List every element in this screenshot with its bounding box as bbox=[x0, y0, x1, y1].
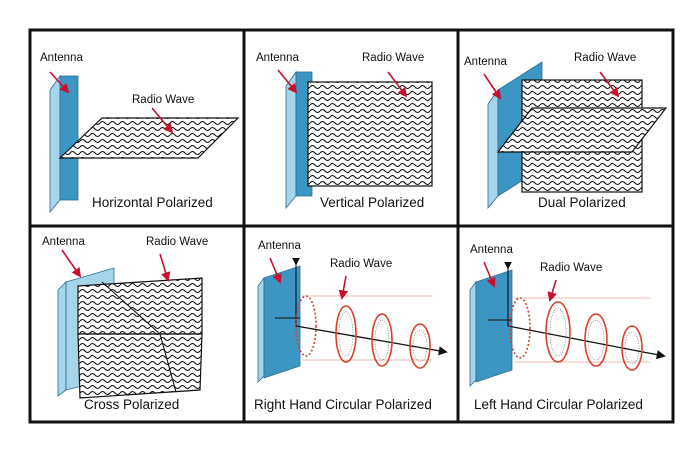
helix-spokes bbox=[338, 311, 428, 363]
radio-wave-label: Radio Wave bbox=[362, 52, 425, 64]
radio-wave-label: Radio Wave bbox=[540, 262, 603, 274]
propagation-axis bbox=[295, 325, 448, 356]
cross-edge bbox=[101, 281, 161, 335]
caption-vertical: Vertical Polarized bbox=[320, 195, 425, 210]
antenna-face bbox=[475, 269, 513, 383]
panel-dual bbox=[483, 61, 668, 210]
caption-cross: Cross Polarized bbox=[84, 397, 180, 412]
antenna-side bbox=[49, 74, 61, 214]
wave-pointer bbox=[159, 253, 171, 282]
helix bbox=[509, 297, 643, 371]
panel-rhcp bbox=[257, 257, 448, 383]
antenna-pointer bbox=[483, 73, 502, 100]
antenna-label: Antenna bbox=[40, 52, 83, 64]
helix-spokes bbox=[549, 307, 640, 365]
antenna-face bbox=[263, 265, 301, 379]
wave-pointer bbox=[338, 275, 349, 300]
radio-wave-plane bbox=[307, 81, 433, 187]
antenna-side bbox=[487, 88, 499, 210]
radio-wave-lower bbox=[77, 333, 203, 399]
radio-wave-upper bbox=[77, 277, 203, 335]
antenna-label: Antenna bbox=[42, 236, 85, 248]
antenna-side bbox=[257, 276, 265, 383]
antenna-pointer bbox=[483, 261, 496, 288]
antenna-pointer bbox=[269, 257, 282, 284]
radio-wave-plane bbox=[58, 117, 240, 159]
propagation-axis bbox=[507, 325, 666, 360]
wave-pointer bbox=[599, 71, 620, 98]
antenna-label: Antenna bbox=[464, 56, 507, 68]
helix bbox=[295, 295, 431, 369]
panel-lhcp bbox=[469, 261, 666, 387]
caption-dual: Dual Polarized bbox=[538, 195, 626, 210]
cross-edge bbox=[159, 333, 177, 393]
caption-rhcp: Right Hand Circular Polarized bbox=[254, 397, 432, 412]
antenna-side bbox=[57, 281, 67, 397]
antenna-label: Antenna bbox=[256, 52, 299, 64]
radio-wave-label: Radio Wave bbox=[146, 236, 209, 248]
panel-vertical bbox=[277, 69, 433, 210]
radio-wave-label: Radio Wave bbox=[330, 258, 393, 270]
radio-wave-horizontal bbox=[496, 107, 668, 153]
panel-horizontal bbox=[49, 71, 240, 214]
antenna-face bbox=[59, 75, 79, 201]
wave-pointer bbox=[387, 71, 408, 98]
antenna-label: Antenna bbox=[258, 240, 301, 252]
caption-lhcp: Left Hand Circular Polarized bbox=[474, 397, 643, 412]
wave-pointer bbox=[547, 279, 557, 302]
antenna-side bbox=[469, 280, 477, 387]
radio-wave-label: Radio Wave bbox=[132, 94, 195, 106]
antenna-pointer bbox=[49, 71, 70, 94]
antenna-side bbox=[285, 70, 297, 210]
wave-pointer bbox=[151, 107, 174, 134]
wave-envelope bbox=[514, 297, 650, 363]
radio-wave-label: Radio Wave bbox=[574, 52, 637, 64]
wave-envelope bbox=[302, 295, 432, 361]
caption-horizontal: Horizontal Polarized bbox=[92, 195, 213, 210]
antenna-pointer bbox=[61, 249, 82, 278]
panel-cross bbox=[57, 249, 203, 399]
antenna-label: Antenna bbox=[470, 244, 513, 256]
antenna-pointer bbox=[277, 69, 298, 94]
